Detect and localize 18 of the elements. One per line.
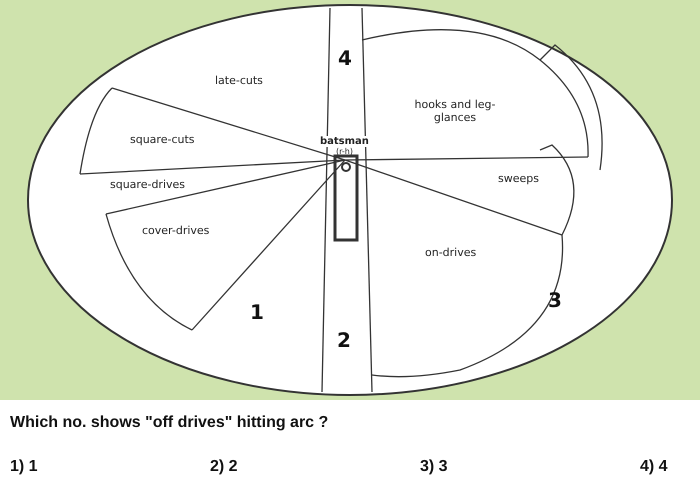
player-label: batsman bbox=[320, 136, 369, 147]
hand-label: (r-h) bbox=[336, 147, 353, 156]
region-label: sweeps bbox=[498, 172, 539, 185]
region-label: late-cuts bbox=[215, 74, 263, 87]
answer-option: 1) 1 bbox=[10, 458, 38, 476]
field-number: 2 bbox=[337, 328, 351, 352]
region-label: hooks and leg-glances bbox=[414, 98, 496, 124]
field-number: 1 bbox=[250, 300, 264, 324]
question-text: Which no. shows "off drives" hitting arc ? bbox=[10, 414, 328, 432]
answer-option: 2) 2 bbox=[210, 458, 238, 476]
region-label: cover-drives bbox=[142, 224, 210, 237]
region-label: on-drives bbox=[425, 246, 476, 259]
region-label: square-cuts bbox=[130, 133, 195, 146]
region-label: square-drives bbox=[110, 178, 186, 191]
field-number: 3 bbox=[548, 288, 562, 312]
answer-option: 3) 3 bbox=[420, 458, 448, 476]
field-number: 4 bbox=[338, 46, 352, 70]
answer-option: 4) 4 bbox=[640, 458, 668, 476]
